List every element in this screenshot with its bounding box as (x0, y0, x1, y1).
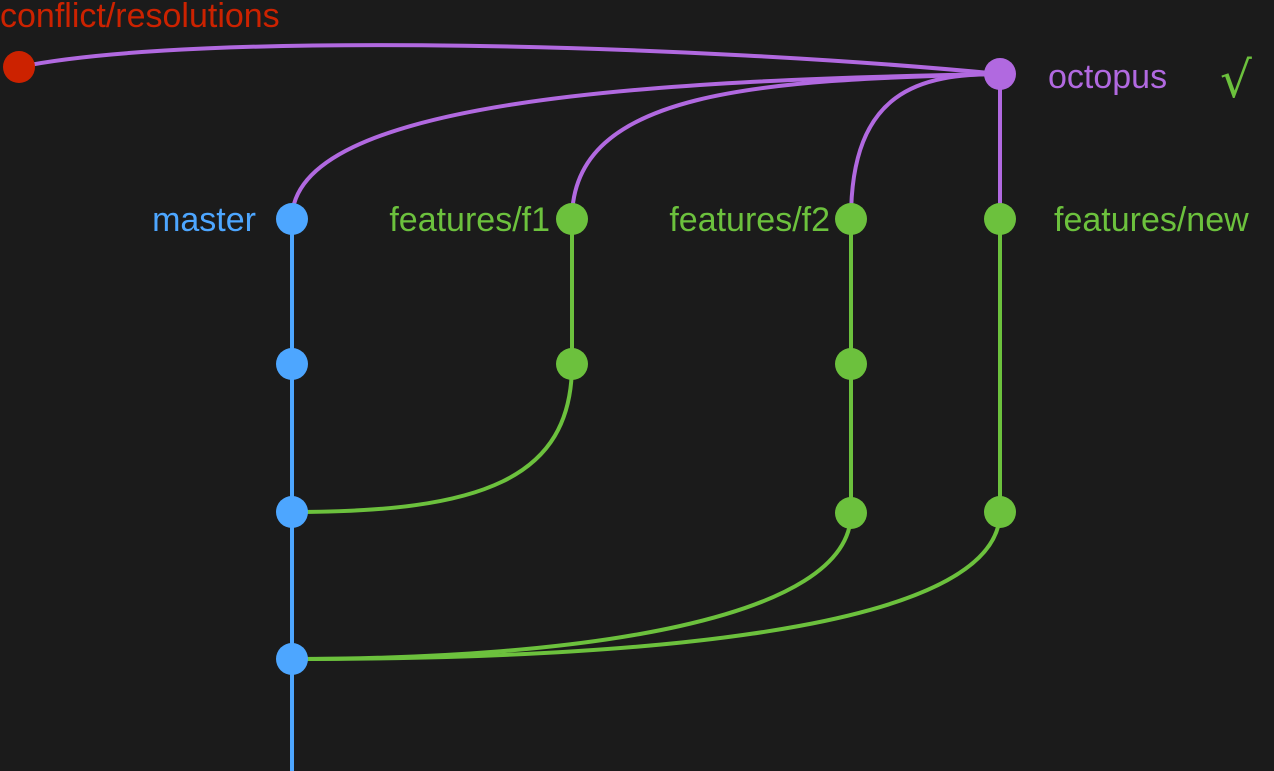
f1-commit (556, 348, 588, 380)
f2-commit (835, 348, 867, 380)
f2-commit (835, 203, 867, 235)
check-mark: √ (1220, 51, 1252, 109)
octopus-master-edge (290, 72, 1002, 221)
master-branch-label: master (152, 201, 256, 239)
f1-commit (556, 203, 588, 235)
octopus-conflict-edge (17, 43, 1002, 76)
octopus-branch-label: octopus (1048, 58, 1167, 96)
octopus-f1-edge (570, 72, 1002, 221)
master-commit (276, 496, 308, 528)
f1-branch-label: features/f1 (389, 201, 550, 239)
new-fork-edge (290, 510, 1002, 661)
master-commit (276, 643, 308, 675)
f2-commit (835, 497, 867, 529)
octopus-f2-edge (849, 72, 1002, 221)
f1-fork-edge (290, 362, 574, 514)
master-commit (276, 348, 308, 380)
new-commit (984, 496, 1016, 528)
master-commit (276, 203, 308, 235)
octopus-commit (984, 58, 1016, 90)
f2-fork-edge (290, 511, 853, 661)
conflict-commit (3, 51, 35, 83)
new-branch-label: features/new (1054, 201, 1249, 239)
conflict-branch-label: conflict/resolutions (0, 0, 280, 35)
new-commit (984, 203, 1016, 235)
f2-branch-label: features/f2 (669, 201, 830, 239)
